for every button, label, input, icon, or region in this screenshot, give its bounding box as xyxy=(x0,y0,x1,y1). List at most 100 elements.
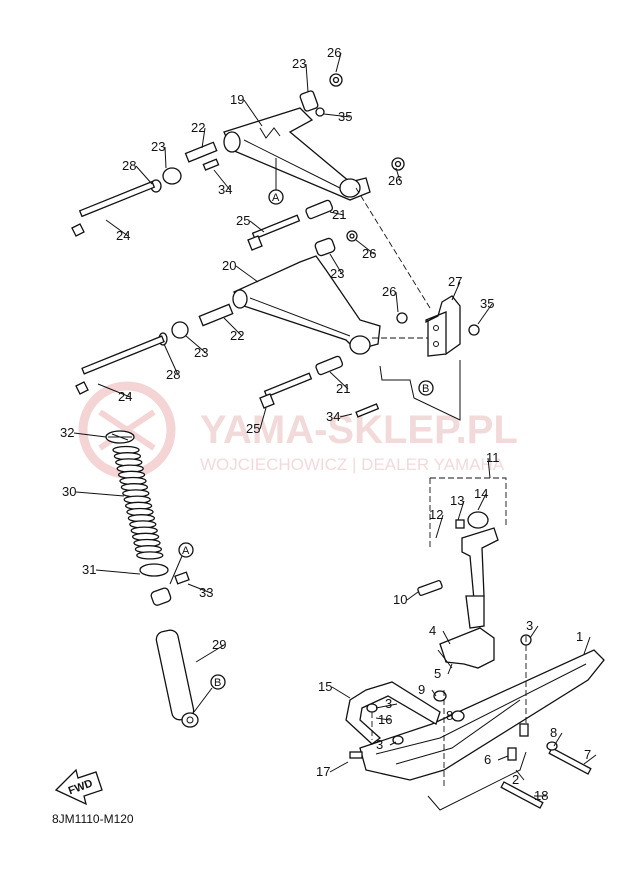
callout-label-34: 34 xyxy=(326,409,340,424)
callout-leader-10 xyxy=(406,591,419,601)
callout-leader-28 xyxy=(163,343,179,376)
callout-leader-23 xyxy=(185,335,207,354)
spring-coil xyxy=(136,551,164,560)
callout-leader-22 xyxy=(201,127,206,149)
callout-leader-26 xyxy=(355,239,375,255)
callout-leader-26 xyxy=(395,291,399,313)
callout-label-25: 25 xyxy=(236,213,250,228)
callout-leader-24 xyxy=(105,219,129,237)
callout-label-31: 31 xyxy=(82,562,96,577)
callout-leader-5 xyxy=(447,663,453,675)
callout-leader-14 xyxy=(477,493,487,511)
callout-leader-1 xyxy=(583,636,591,655)
bracket-27 xyxy=(425,295,461,357)
callout-label-12: 12 xyxy=(429,507,443,522)
callout-leader-3 xyxy=(389,741,397,746)
callout-leader-7 xyxy=(583,754,597,765)
callout-label-35: 35 xyxy=(338,109,352,124)
callout-leader-24 xyxy=(97,383,131,398)
callout-leader-11 xyxy=(487,457,491,479)
upper-arm-hardware xyxy=(71,73,405,251)
callout-label-23: 23 xyxy=(194,345,208,360)
ski xyxy=(345,636,605,811)
callout-label-23: 23 xyxy=(330,266,344,281)
callout-leader-34 xyxy=(339,413,353,418)
callout-leader-4 xyxy=(442,630,451,645)
callout-label-16: 16 xyxy=(378,712,392,727)
shock-absorber xyxy=(105,430,199,728)
callout-label-26: 26 xyxy=(388,173,402,188)
spring-30 xyxy=(112,445,164,560)
callout-leader-29 xyxy=(195,644,225,663)
callout-label-28: 28 xyxy=(122,158,136,173)
svg-text:B: B xyxy=(422,383,429,395)
callout-leader-12 xyxy=(435,514,444,539)
callout-label-27: 27 xyxy=(448,274,462,289)
callout-label-26: 26 xyxy=(362,246,376,261)
callout-leader-21 xyxy=(329,211,345,216)
callout-leader-27 xyxy=(451,281,461,301)
callout-label-11: 11 xyxy=(486,450,500,465)
callout-label-35: 35 xyxy=(480,296,494,311)
callout-label-1: 1 xyxy=(576,629,583,644)
callout-label-24: 24 xyxy=(116,228,130,243)
callout-leader-33 xyxy=(187,583,212,594)
callout-label-19: 19 xyxy=(230,92,244,107)
callout-label-24: 24 xyxy=(118,389,132,404)
callout-leader-32 xyxy=(73,432,107,438)
callout-leader-28 xyxy=(135,165,153,185)
callout-label-8: 8 xyxy=(550,725,557,740)
callout-leader-23 xyxy=(164,146,167,169)
callout-label-5: 5 xyxy=(434,666,441,681)
callout-leader-2 xyxy=(515,769,525,781)
callout-label-7: 7 xyxy=(584,747,591,762)
callout-label-6: 6 xyxy=(484,752,491,767)
callout-leader-22 xyxy=(223,317,243,337)
callout-label-8: 8 xyxy=(446,708,453,723)
callout-layer: 2623193522232834262421252620232627352223… xyxy=(60,45,597,803)
callout-label-34: 34 xyxy=(218,182,232,197)
ref-a-shock: A xyxy=(178,542,194,558)
callout-label-25: 25 xyxy=(246,421,260,436)
watermark-subtitle: WOJCIECHOWICZ | DEALER YAMAHA xyxy=(200,455,505,474)
callout-leader-8 xyxy=(553,732,563,747)
upper-a-arm xyxy=(223,107,371,201)
callout-label-14: 14 xyxy=(474,486,488,501)
callout-label-2: 2 xyxy=(512,772,519,787)
callout-leader-3 xyxy=(375,703,398,709)
callout-leader-13 xyxy=(457,500,465,521)
callout-leader-17 xyxy=(329,761,349,773)
callout-leader-31 xyxy=(95,569,141,575)
ref-b-bracket: B xyxy=(418,380,434,396)
callout-label-3: 3 xyxy=(385,696,392,711)
callout-leader-30 xyxy=(75,491,125,497)
callout-label-23: 23 xyxy=(292,56,306,71)
callout-label-15: 15 xyxy=(318,679,332,694)
callout-leader-6 xyxy=(497,755,509,761)
callout-label-3: 3 xyxy=(376,737,383,752)
callout-leader-25 xyxy=(259,407,267,430)
callout-leader-15 xyxy=(331,686,351,699)
callout-label-21: 21 xyxy=(336,381,350,396)
ref-a-upper: A xyxy=(268,189,284,205)
callout-label-20: 20 xyxy=(222,258,236,273)
callout-label-10: 10 xyxy=(393,592,407,607)
callout-label-22: 22 xyxy=(191,120,205,135)
callout-label-30: 30 xyxy=(62,484,76,499)
callout-leader-21 xyxy=(329,371,349,390)
ref-b-shock: B xyxy=(210,674,226,690)
callout-label-4: 4 xyxy=(429,623,436,638)
callout-leader-35 xyxy=(323,113,351,118)
callout-label-3: 3 xyxy=(526,618,533,633)
callout-label-28: 28 xyxy=(166,367,180,382)
svg-text:A: A xyxy=(182,545,190,557)
callout-leader-34 xyxy=(213,169,231,191)
callout-leader-16 xyxy=(375,717,391,721)
watermark: YAMA-SKLEP.PL WOJCIECHOWICZ | DEALER YAM… xyxy=(78,381,518,479)
reference-markers: A B A B xyxy=(169,158,434,713)
svg-text:B: B xyxy=(214,677,221,689)
callout-label-18: 18 xyxy=(534,788,548,803)
callout-label-32: 32 xyxy=(60,425,74,440)
callout-label-9: 9 xyxy=(418,682,425,697)
